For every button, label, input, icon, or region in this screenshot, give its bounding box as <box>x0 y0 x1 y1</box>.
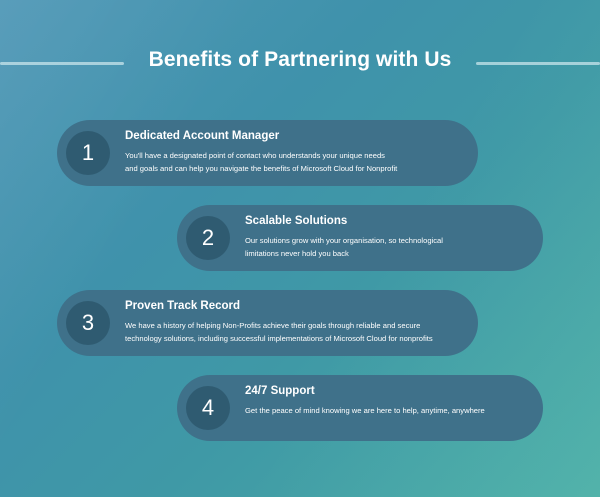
benefit-title: 24/7 Support <box>245 385 315 397</box>
benefit-card-scalable-solutions: 2 Scalable Solutions Our solutions grow … <box>177 205 543 271</box>
benefit-number-badge: 1 <box>66 131 110 175</box>
benefit-description-line: Our solutions grow with your organisatio… <box>245 236 443 245</box>
benefit-description: You'll have a designated point of contac… <box>125 150 397 175</box>
header-divider-right <box>476 62 600 65</box>
benefit-card-24-7-support: 4 24/7 Support Get the peace of mind kno… <box>177 375 543 441</box>
benefit-number-badge: 3 <box>66 301 110 345</box>
benefit-number-badge: 2 <box>186 216 230 260</box>
benefit-description: Get the peace of mind knowing we are her… <box>245 405 485 418</box>
benefit-title: Scalable Solutions <box>245 215 348 227</box>
benefit-title: Dedicated Account Manager <box>125 130 280 142</box>
benefit-description-line: Get the peace of mind knowing we are her… <box>245 406 485 415</box>
benefit-title: Proven Track Record <box>125 300 241 312</box>
benefit-description-line: limitations never hold you back <box>245 248 349 258</box>
header-divider-left <box>0 62 124 65</box>
page-header: Benefits of Partnering with Us <box>0 42 600 82</box>
page-title: Benefits of Partnering with Us <box>148 48 452 71</box>
benefit-card-dedicated-account-manager: 1 Dedicated Account Manager You'll have … <box>57 120 478 186</box>
benefit-description-line: and goals and can help you navigate the … <box>125 163 398 173</box>
benefit-description-line: We have a history of helping Non-Profits… <box>125 321 421 330</box>
benefit-description: We have a history of helping Non-Profits… <box>125 320 433 345</box>
benefit-description-line: technology solutions, including successf… <box>125 333 433 343</box>
benefit-number-badge: 4 <box>186 386 230 430</box>
benefit-description-line: You'll have a designated point of contac… <box>125 151 385 160</box>
benefit-description: Our solutions grow with your organisatio… <box>245 235 443 260</box>
benefit-card-proven-track-record: 3 Proven Track Record We have a history … <box>57 290 478 356</box>
